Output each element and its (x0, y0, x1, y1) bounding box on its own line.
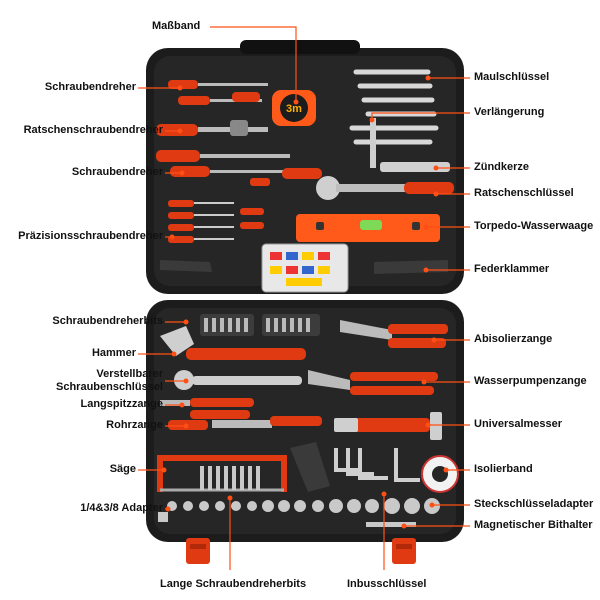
bit-trays (200, 314, 320, 336)
label-steckschluesseladapter: Steckschlüsseladapter (474, 498, 594, 510)
label-adapter: 1/4&3/8 Adapter (80, 502, 163, 514)
label-massband: Maßband (152, 20, 201, 32)
allen-keys (334, 448, 420, 482)
label-federklammer: Federklammer (474, 263, 550, 275)
label-inbusschluessel: Inbusschlüssel (347, 578, 427, 590)
label-universalmesser: Universalmesser (474, 418, 563, 430)
torpedo-level (296, 214, 440, 242)
label-isolierband: Isolierband (474, 463, 533, 475)
label-langspitzzange: Langspitzzange (80, 398, 163, 410)
label-ratschenschluessel: Ratschenschlüssel (474, 187, 574, 199)
pipe-pliers (168, 416, 322, 430)
label-lange-bits: Lange Schraubendreherbits (160, 578, 307, 590)
utility-knife (334, 412, 442, 440)
ratchet-wrench (316, 176, 454, 200)
extension-bar (370, 118, 376, 168)
label-verstellbarer-1: Verstellbarer (96, 368, 163, 380)
label-wasserpumpenzange: Wasserpumpenzange (474, 375, 587, 387)
terminal-box (261, 243, 349, 293)
label-hammer: Hammer (91, 347, 136, 359)
label-torpedo-wasserwaage: Torpedo-Wasserwaage (474, 220, 594, 232)
screwdrivers-mid (156, 150, 322, 186)
label-verlaengerung: Verlängerung (474, 106, 545, 118)
tape-marking: 3m (286, 103, 302, 115)
callout-lines (138, 26, 470, 570)
label-praezisionsschraubendreher: Präzisionsschraubendreher (18, 230, 163, 242)
label-abisolierzange: Abisolierzange (474, 333, 553, 345)
hacksaw (157, 455, 287, 492)
latch-right (392, 538, 416, 564)
screwdrivers-top (168, 80, 268, 105)
hacksaw-grip (290, 442, 330, 492)
label-saege: Säge (109, 463, 136, 475)
insulation-tape (421, 455, 459, 493)
wire-stripper (340, 320, 448, 348)
label-magnetischer-bithalter: Magnetischer Bithalter (474, 519, 593, 531)
label-rohrzange: Rohrzange (106, 419, 163, 431)
adapter (158, 512, 168, 522)
label-verstellbarer-2: Schraubenschlüssel (56, 381, 163, 393)
label-schraubendreher-2: Schraubendreher (71, 166, 163, 178)
long-nose-pliers (160, 398, 254, 419)
label-schraubendreherbits: Schraubendreherbits (52, 315, 163, 327)
tape-measure: 3m (272, 90, 316, 126)
label-ratschenschraubendreher: Ratschenschraubendreher (23, 124, 163, 136)
magnetic-bit-holder (366, 522, 416, 527)
case-handle-top (240, 40, 360, 54)
latch-left (186, 538, 210, 564)
label-schraubendreher-1: Schraubendreher (44, 81, 136, 93)
label-zuendkerze: Zündkerze (474, 161, 530, 173)
hammer (160, 326, 306, 360)
socket-row (167, 498, 440, 514)
water-pump-pliers (308, 370, 438, 395)
long-bits (200, 466, 260, 490)
precision-screwdrivers (168, 200, 264, 243)
label-maulschluessel: Maulschlüssel (474, 71, 550, 83)
ratchet-screwdriver (156, 120, 268, 136)
wrench-set (349, 69, 439, 145)
spark-plug-socket (380, 162, 450, 172)
